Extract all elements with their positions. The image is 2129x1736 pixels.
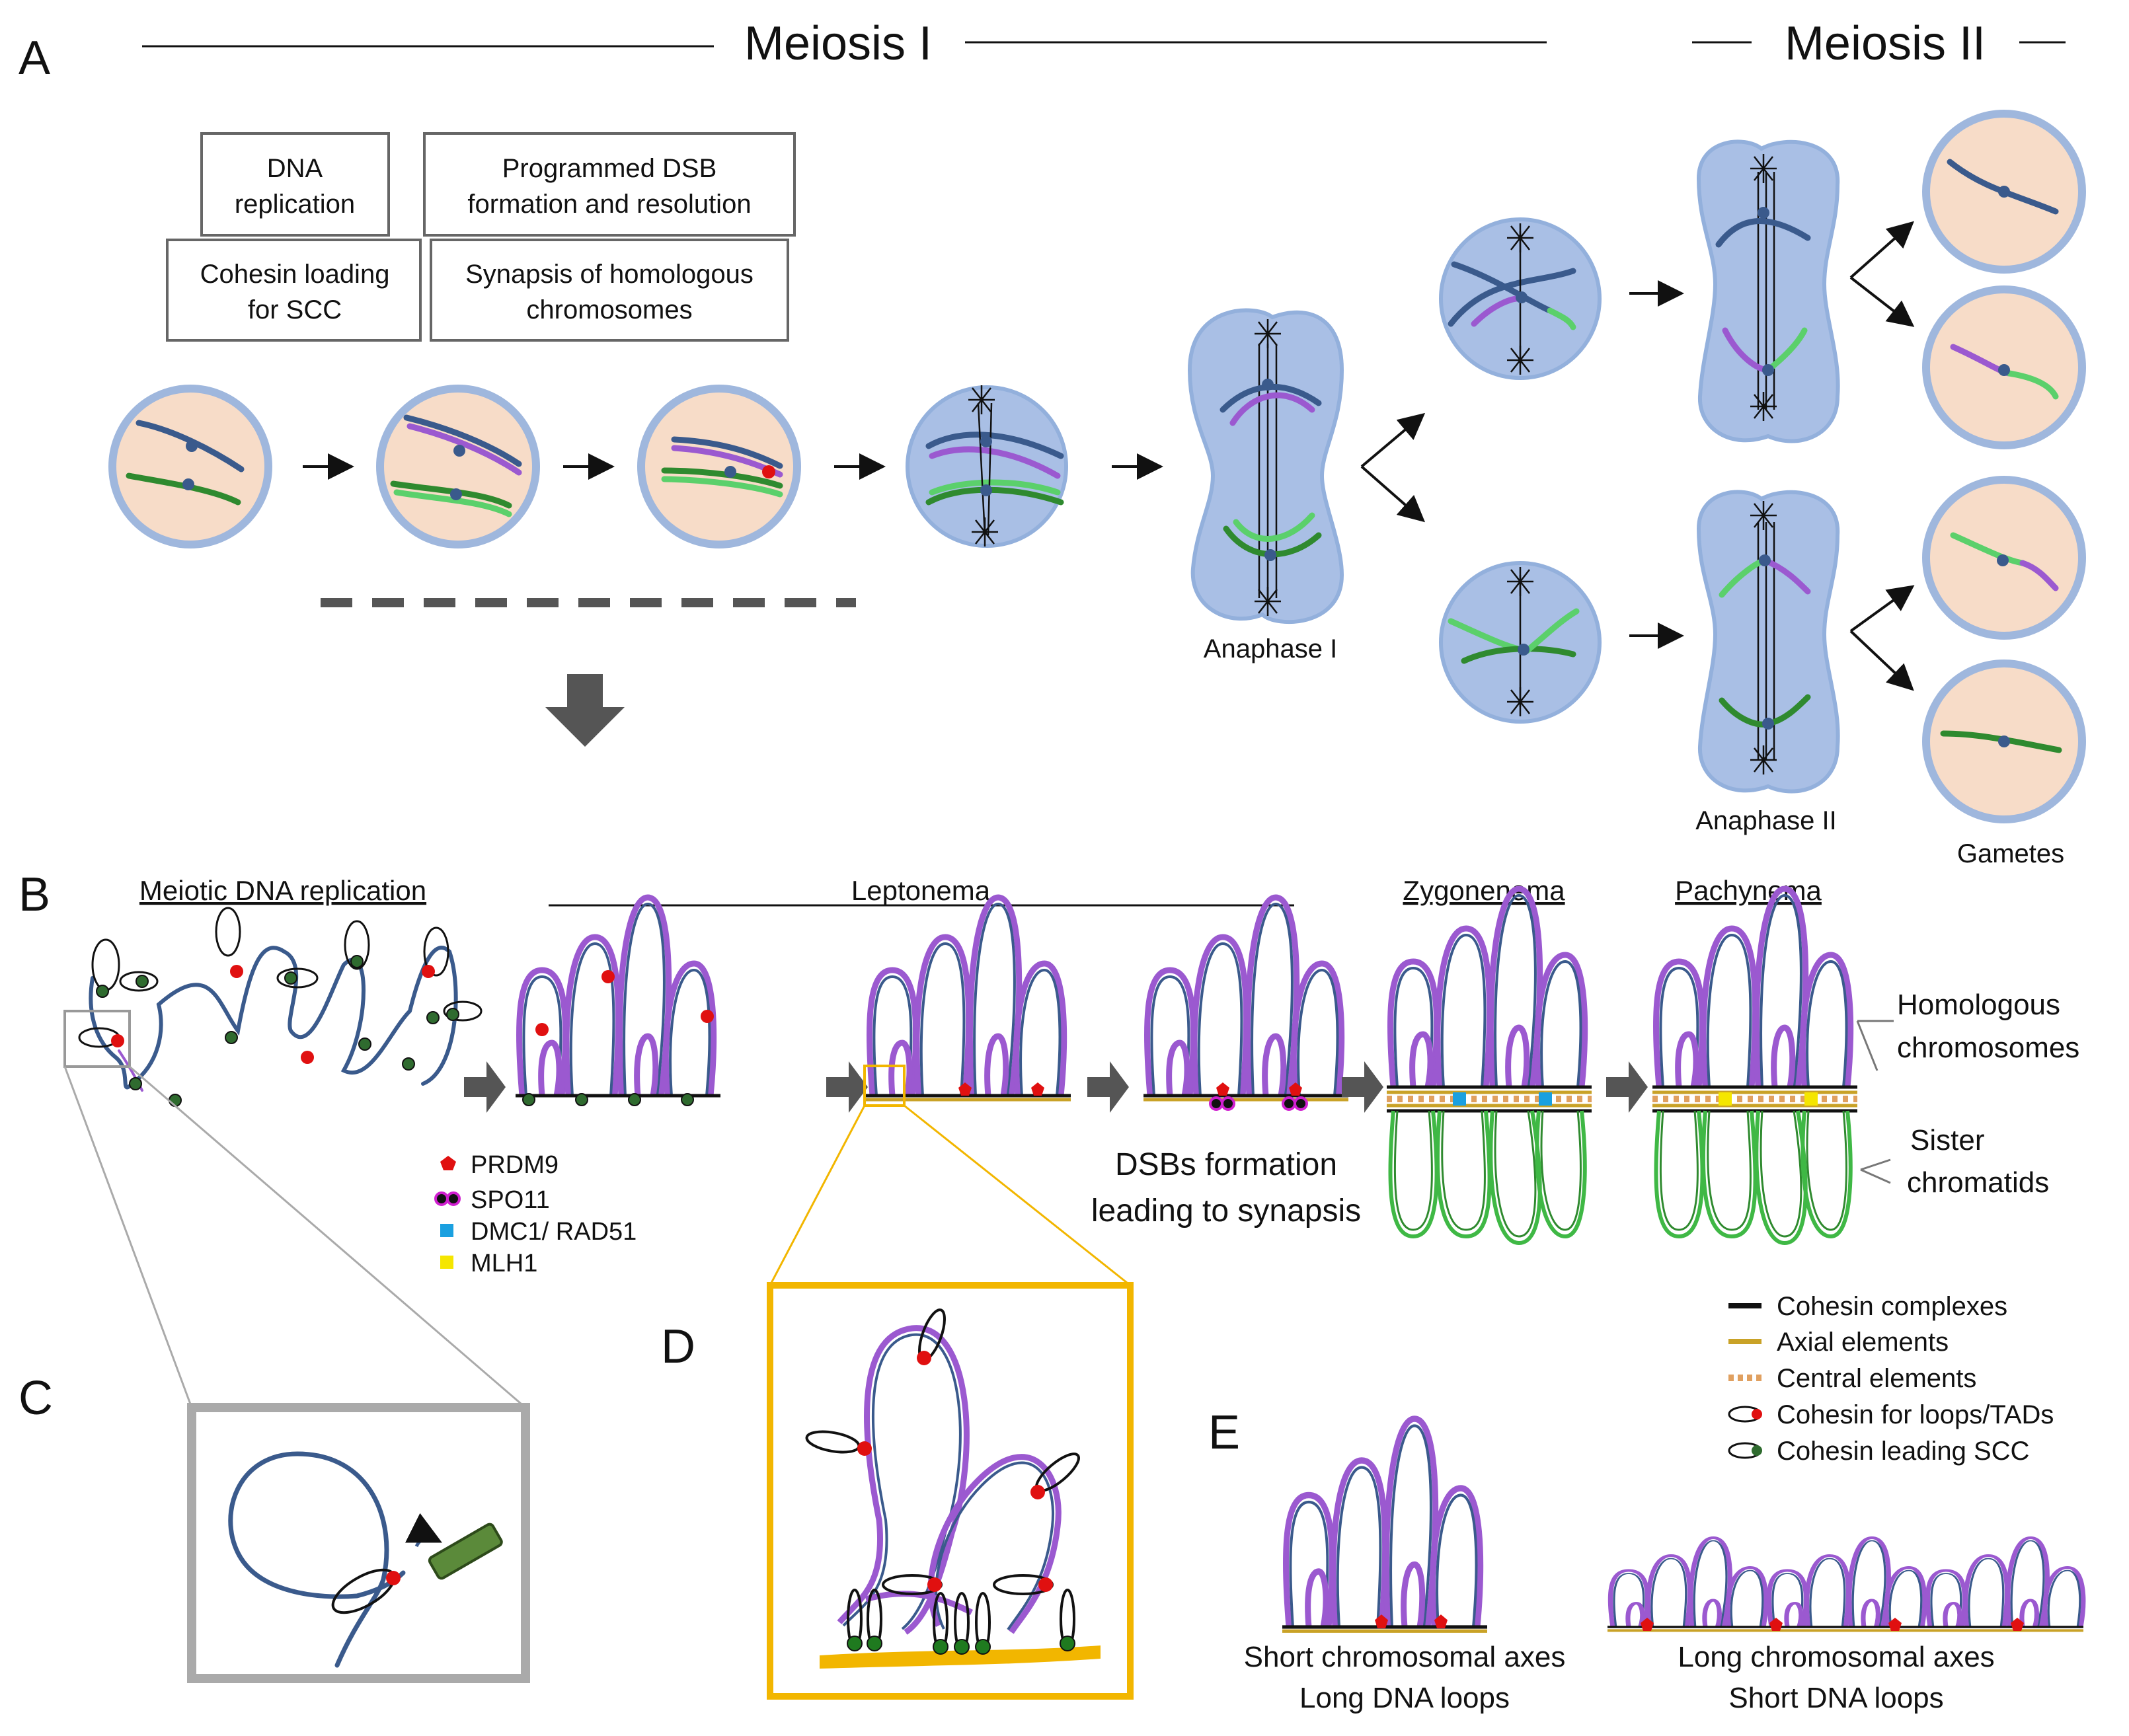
anaphase1-label: Anaphase I bbox=[1204, 634, 1337, 663]
arrow-split-c bbox=[1849, 585, 1915, 632]
gamete-3 bbox=[1922, 476, 2086, 640]
legend-mlh1: MLH1 bbox=[471, 1250, 537, 1277]
cell-metaphase1 bbox=[906, 384, 1068, 548]
arrow-split-down bbox=[1360, 465, 1426, 523]
protein-legend: PRDM9 SPO11 DMC1/ RAD51 MLH1 bbox=[434, 1151, 637, 1277]
panel-e-left-line2: Long DNA loops bbox=[1299, 1682, 1510, 1714]
dmc1-icon bbox=[440, 1224, 453, 1237]
cell-anaphase1 bbox=[1187, 308, 1344, 624]
leptonema-axis bbox=[863, 897, 1071, 1107]
prdm9-icon bbox=[440, 1156, 456, 1170]
dsb-caption-2: leading to synapsis bbox=[1091, 1193, 1361, 1228]
gametes-label: Gametes bbox=[1957, 839, 2064, 868]
pachynema-complex bbox=[1652, 889, 1857, 1243]
arrow-split-d bbox=[1849, 630, 1914, 691]
structure-legend: Cohesin complexes Axial elements Central… bbox=[1728, 1292, 2054, 1466]
cell-replicated bbox=[376, 385, 540, 548]
sister-label-1: Sister bbox=[1910, 1124, 1984, 1156]
gamete-4 bbox=[1922, 660, 2086, 823]
svg-text:Programmed DSB: Programmed DSB bbox=[502, 154, 717, 183]
svg-text:Cohesin loading: Cohesin loading bbox=[200, 260, 390, 289]
sister-label-2: chromatids bbox=[1907, 1166, 2049, 1199]
cell-anaphase2-upper bbox=[1696, 139, 1840, 443]
cohesin-loading-box: Cohesin loading for SCC bbox=[166, 239, 422, 342]
svg-text:chromosomes: chromosomes bbox=[526, 295, 692, 324]
sister-pointer-2 bbox=[1860, 1168, 1891, 1184]
svg-text:formation and resolution: formation and resolution bbox=[467, 190, 751, 219]
panel-c-zoom bbox=[187, 1403, 530, 1683]
gamete-2 bbox=[1922, 285, 2086, 449]
legend-prdm9: PRDM9 bbox=[471, 1151, 559, 1179]
zygonema-complex bbox=[1387, 889, 1592, 1243]
b-arrow-2 bbox=[826, 1061, 868, 1113]
mlh1-icon bbox=[440, 1256, 453, 1269]
svg-text:DNA: DNA bbox=[267, 154, 323, 183]
panel-label-b: B bbox=[19, 868, 50, 921]
arrow-split-b bbox=[1849, 276, 1915, 327]
meiosis2-title: Meiosis II bbox=[1785, 17, 1986, 70]
legend-dmc1: DMC1/ RAD51 bbox=[471, 1218, 637, 1246]
dsb-caption-1: DSBs formation bbox=[1115, 1147, 1337, 1182]
replication-dna bbox=[63, 907, 483, 1107]
gamete-1 bbox=[1922, 110, 2086, 274]
sister-pointer bbox=[1860, 1158, 1891, 1171]
dsb-box: Programmed DSB formation and resolution bbox=[423, 132, 796, 237]
leptonema-dsb bbox=[1143, 897, 1348, 1111]
legend-spo11: SPO11 bbox=[471, 1186, 550, 1214]
zoom-line-c2 bbox=[129, 1065, 526, 1409]
panel-label-c: C bbox=[19, 1372, 53, 1425]
down-arrow bbox=[545, 674, 625, 747]
panel-e-left-line1: Short chromosomal axes bbox=[1244, 1641, 1566, 1673]
svg-text:replication: replication bbox=[235, 190, 355, 219]
zoom-line-c1 bbox=[63, 1066, 193, 1408]
panel-e-prdm9-marks bbox=[1641, 1618, 2024, 1631]
legend-central: Central elements bbox=[1777, 1364, 1976, 1393]
b-arrow-1 bbox=[464, 1061, 506, 1113]
cell-metaphase2-lower bbox=[1439, 561, 1602, 724]
panel-e-right-line1: Long chromosomal axes bbox=[1678, 1641, 1994, 1673]
panel-label-d: D bbox=[661, 1320, 695, 1373]
panel-e-right-line2: Short DNA loops bbox=[1728, 1682, 1943, 1714]
arrow-split-up bbox=[1360, 412, 1426, 468]
zoom-line-d1 bbox=[769, 1105, 866, 1286]
replication-title: Meiotic DNA replication bbox=[139, 875, 426, 906]
panel-d-zoom bbox=[767, 1282, 1134, 1700]
panel-label-a: A bbox=[19, 32, 50, 85]
panel-label-e: E bbox=[1208, 1406, 1240, 1459]
b-arrow-4 bbox=[1342, 1061, 1383, 1113]
cell-interphase bbox=[108, 385, 272, 548]
panel-e-short-loops bbox=[1607, 1538, 2083, 1632]
dna-replication-box: DNA replication bbox=[200, 132, 390, 237]
b-arrow-5 bbox=[1606, 1061, 1648, 1113]
zygonema-title: Zygonenema bbox=[1403, 875, 1565, 906]
cell-anaphase2-lower bbox=[1696, 490, 1840, 794]
zoom-line-d2 bbox=[904, 1104, 1131, 1287]
legend-cohesin-scc: Cohesin leading SCC bbox=[1777, 1437, 2029, 1466]
panel-e-long-loops bbox=[1282, 1419, 1487, 1633]
homolog-label-2: chromosomes bbox=[1897, 1032, 2079, 1064]
legend-axial: Axial elements bbox=[1777, 1328, 1949, 1357]
homolog-pointer bbox=[1856, 1020, 1878, 1071]
b-arrow-3 bbox=[1087, 1061, 1129, 1113]
svg-text:Synapsis of homologous: Synapsis of homologous bbox=[465, 260, 754, 289]
spo11-icon bbox=[434, 1191, 449, 1206]
synapsis-box: Synapsis of homologous chromosomes bbox=[430, 239, 789, 342]
legend-cohesin-complexes: Cohesin complexes bbox=[1777, 1292, 2007, 1321]
legend-cohesin-loops: Cohesin for loops/TADs bbox=[1777, 1400, 2054, 1429]
leptonema-title: Leptonema bbox=[851, 875, 991, 906]
svg-text:for SCC: for SCC bbox=[248, 295, 342, 324]
leptonema-early bbox=[516, 897, 720, 1106]
arrow-split-a bbox=[1849, 221, 1914, 279]
anaphase2-label: Anaphase II bbox=[1695, 806, 1837, 835]
homolog-label-1: Homologous bbox=[1897, 989, 2060, 1021]
cell-dsb bbox=[637, 385, 801, 548]
cell-metaphase2-upper bbox=[1439, 217, 1602, 380]
meiosis1-title: Meiosis I bbox=[744, 17, 932, 70]
